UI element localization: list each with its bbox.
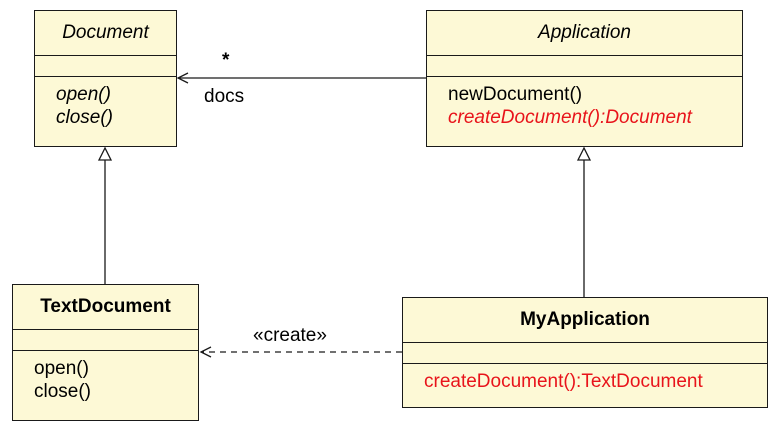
create-dependency-arrowhead	[199, 346, 212, 358]
document-attributes	[35, 56, 176, 77]
generalization-triangle-document	[97, 146, 113, 161]
application-attributes	[427, 56, 742, 77]
my-application-operations: createDocument():TextDocument	[403, 364, 767, 393]
application-op-new-document: newDocument()	[448, 84, 583, 105]
application-operations: newDocument() createDocument():Document	[427, 77, 742, 129]
text-document-class-name: TextDocument	[13, 285, 198, 330]
document-operations: open() close()	[35, 77, 176, 129]
my-application-attributes	[403, 343, 767, 364]
text-document-class: TextDocument open() close()	[12, 284, 199, 421]
my-application-class-name: MyApplication	[403, 298, 767, 343]
text-document-op-close: close()	[34, 381, 92, 402]
association-role: docs	[204, 86, 245, 107]
application-op-create-document: createDocument():Document	[448, 107, 692, 128]
text-document-op-open: open()	[34, 358, 89, 379]
document-class: Document open() close()	[34, 10, 177, 147]
generalization-triangle-application	[576, 146, 592, 161]
association-arrowhead	[176, 72, 189, 84]
text-document-attributes	[13, 330, 198, 351]
association-multiplicity: *	[222, 50, 230, 71]
document-op-open: open()	[56, 84, 111, 105]
application-class: Application newDocument() createDocument…	[426, 10, 743, 147]
document-op-close: close()	[56, 107, 114, 128]
text-document-operations: open() close()	[13, 351, 198, 403]
my-application-class: MyApplication createDocument():TextDocum…	[402, 297, 768, 408]
my-application-op-create-document: createDocument():TextDocument	[424, 371, 703, 392]
create-stereotype-label: «create»	[253, 325, 327, 346]
application-class-name: Application	[427, 11, 742, 56]
document-class-name: Document	[35, 11, 176, 56]
